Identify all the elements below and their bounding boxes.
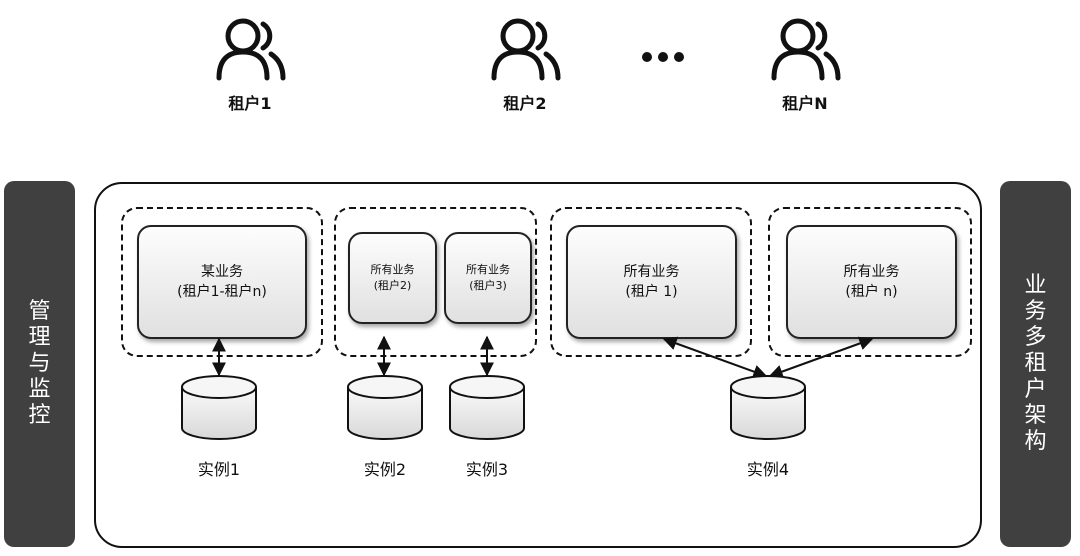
users-icon <box>216 18 286 81</box>
service-box-4: 所有业务 (租户 1) <box>566 225 737 339</box>
tenant-label: 租户N <box>782 94 828 113</box>
arrow-service5-instance4 <box>768 336 874 379</box>
instance-label-2: 实例2 <box>363 460 407 479</box>
instance-label-4: 实例4 <box>746 460 790 479</box>
tenant-label: 租户1 <box>228 94 272 113</box>
multi-tenant-architecture-label: 业务多租户架构 <box>1024 273 1047 454</box>
instance-label-3: 实例3 <box>465 460 509 479</box>
service-title: 所有业务 <box>370 263 415 276</box>
service-box-1: 某业务 (租户1-租户n) <box>137 225 307 339</box>
users-icon <box>771 18 841 81</box>
main-panel <box>94 182 982 548</box>
service-box-2: 所有业务 (租户2) <box>348 232 437 324</box>
management-monitoring-label: 管理与监控 <box>28 299 51 428</box>
service-tenant: (租户2) <box>373 279 412 292</box>
service-title: 所有业务 <box>623 264 680 280</box>
service-title: 所有业务 <box>843 264 900 280</box>
service-group-3 <box>550 207 752 357</box>
ellipsis-icon <box>642 52 684 62</box>
database-cylinder-3 <box>449 375 525 440</box>
tenant-1: 租户1 <box>190 14 310 114</box>
users-icon <box>491 18 561 81</box>
database-cylinder-4 <box>730 375 806 440</box>
service-tenant: (租户 n) <box>845 284 898 300</box>
service-tenant: (租户3) <box>469 279 507 292</box>
tenant-n: 租户N <box>745 14 865 114</box>
database-cylinder-2 <box>347 375 423 440</box>
service-tenant: (租户 1) <box>625 284 678 300</box>
tenant-label: 租户2 <box>503 94 547 113</box>
service-title: 所有业务 <box>466 263 510 276</box>
arrow-service4-instance4 <box>662 336 768 379</box>
instance-label-1: 实例1 <box>197 460 241 479</box>
service-group-2 <box>334 207 537 357</box>
service-title: 某业务 <box>201 264 243 280</box>
service-box-5: 所有业务 (租户 n) <box>786 225 957 339</box>
database-cylinder-1 <box>181 375 257 440</box>
service-box-3: 所有业务 (租户3) <box>444 232 532 324</box>
service-tenant: (租户1-租户n) <box>177 284 267 300</box>
multi-tenant-architecture-bar: 业务多租户架构 <box>1000 181 1071 547</box>
management-monitoring-bar: 管理与监控 <box>4 181 75 547</box>
tenant-2: 租户2 <box>465 14 585 114</box>
